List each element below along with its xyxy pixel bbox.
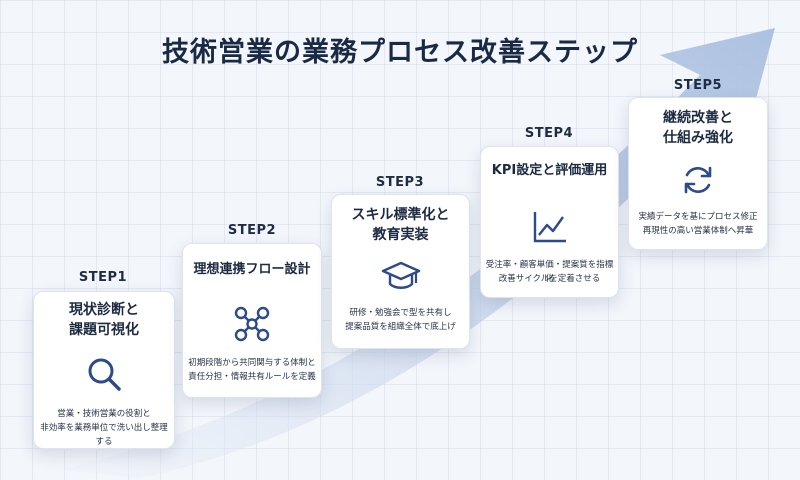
step-label: STEP4 <box>524 126 574 141</box>
card-title-line: KPI設定と評価運用 <box>491 163 608 178</box>
search-icon <box>88 358 121 391</box>
step-card-3: スキル標準化と 教育実装 研修・勉強会で型を共有し 提案品質を組織全体で底上げ <box>331 194 470 349</box>
page-title: 技術営業の業務プロセス改善ステップ <box>162 37 638 68</box>
graduation-cap-icon <box>381 261 420 289</box>
card-description-line: 受注率・顧客単価・提案質を指標化 <box>485 260 614 284</box>
card-title-line: 課題可視化 <box>69 322 139 338</box>
card-description-line: 責任分担・情報共有ルールを定義 <box>188 372 316 382</box>
card-title-line: スキル標準化と <box>351 207 450 223</box>
card-title-line: 現状診断と <box>69 302 139 318</box>
refresh-icon <box>684 166 712 194</box>
card-description-line: 提案品質を組織全体で底上げ <box>345 322 456 332</box>
card-description-line: 研修・勉強会で型を共有し <box>349 308 452 318</box>
network-icon <box>234 306 270 342</box>
step-label: STEP1 <box>78 270 128 285</box>
step-label: STEP3 <box>375 175 425 190</box>
step-card-2: 理想連携フロー設計 初期段階から共同関与する体制と 責任分担・情報共有ルールを定… <box>182 243 322 398</box>
card-title-line: 理想連携フロー設計 <box>193 262 311 277</box>
card-description-line: 実績データを基にプロセス修正 <box>638 212 758 222</box>
line-chart-icon <box>533 212 566 243</box>
card-description-line: 非効率を業務単位で洗い出し整理する <box>40 423 168 447</box>
step-label: STEP2 <box>227 223 277 238</box>
card-description-line: 営業・技術営業の役割と <box>57 409 151 419</box>
card-title-line: 教育実装 <box>372 227 429 243</box>
card-description-line: 初期段階から共同関与する体制と <box>188 358 316 368</box>
card-description-line: 再現性の高い営業体制へ昇華 <box>642 226 754 236</box>
step-card-5: 継続改善と 仕組み強化 実績データを基にプロセス修正 再現性の高い営業体制へ昇華 <box>628 97 768 250</box>
card-title-line: 仕組み強化 <box>663 130 733 146</box>
step-label: STEP5 <box>673 78 723 93</box>
card-description-line: 改善サイクルを定着させる <box>498 274 601 284</box>
step-card-4: KPI設定と評価運用 受注率・顧客単価・提案質を指標化 改善サイクルを定着させる <box>480 146 619 298</box>
card-title-line: 継続改善と <box>663 110 733 126</box>
step-card-1: 現状診断と 課題可視化 営業・技術営業の役割と 非効率を業務単位で洗い出し整理す… <box>33 291 175 449</box>
